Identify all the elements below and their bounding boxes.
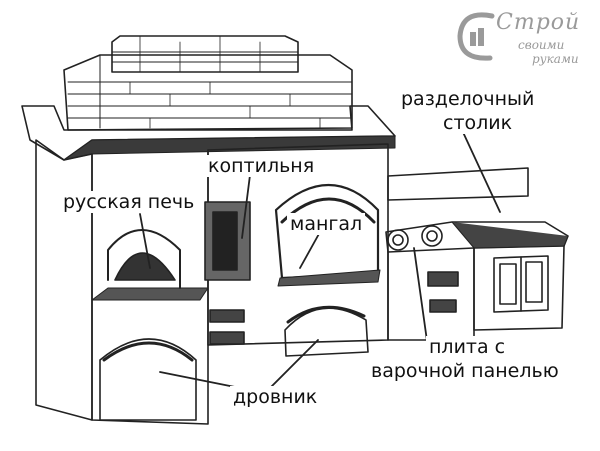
chimney-block <box>63 54 353 131</box>
site-logo: Строй своими руками <box>452 6 598 74</box>
label-woodshed: дровник <box>230 386 321 408</box>
label-cutting-table-line1: разделочный <box>398 88 538 110</box>
label-smokehouse: коптильня <box>205 155 318 177</box>
right-counter <box>385 167 569 341</box>
logo-subtitle-2: руками <box>532 52 579 66</box>
label-stove-line2: варочной панелью <box>368 360 562 382</box>
stove-tower <box>35 139 209 425</box>
logo-subtitle-1: своими <box>518 38 565 52</box>
label-russian-stove: русская печь <box>60 191 198 213</box>
label-stove-line1: плита с <box>426 336 509 358</box>
pointer-lines <box>139 129 501 389</box>
c-letter-logo-icon <box>457 12 495 61</box>
label-grill: мангал <box>287 213 366 235</box>
label-cutting-table-line2: столик <box>440 112 516 134</box>
chimney-top <box>111 35 299 73</box>
logo-title: Строй <box>496 10 581 35</box>
